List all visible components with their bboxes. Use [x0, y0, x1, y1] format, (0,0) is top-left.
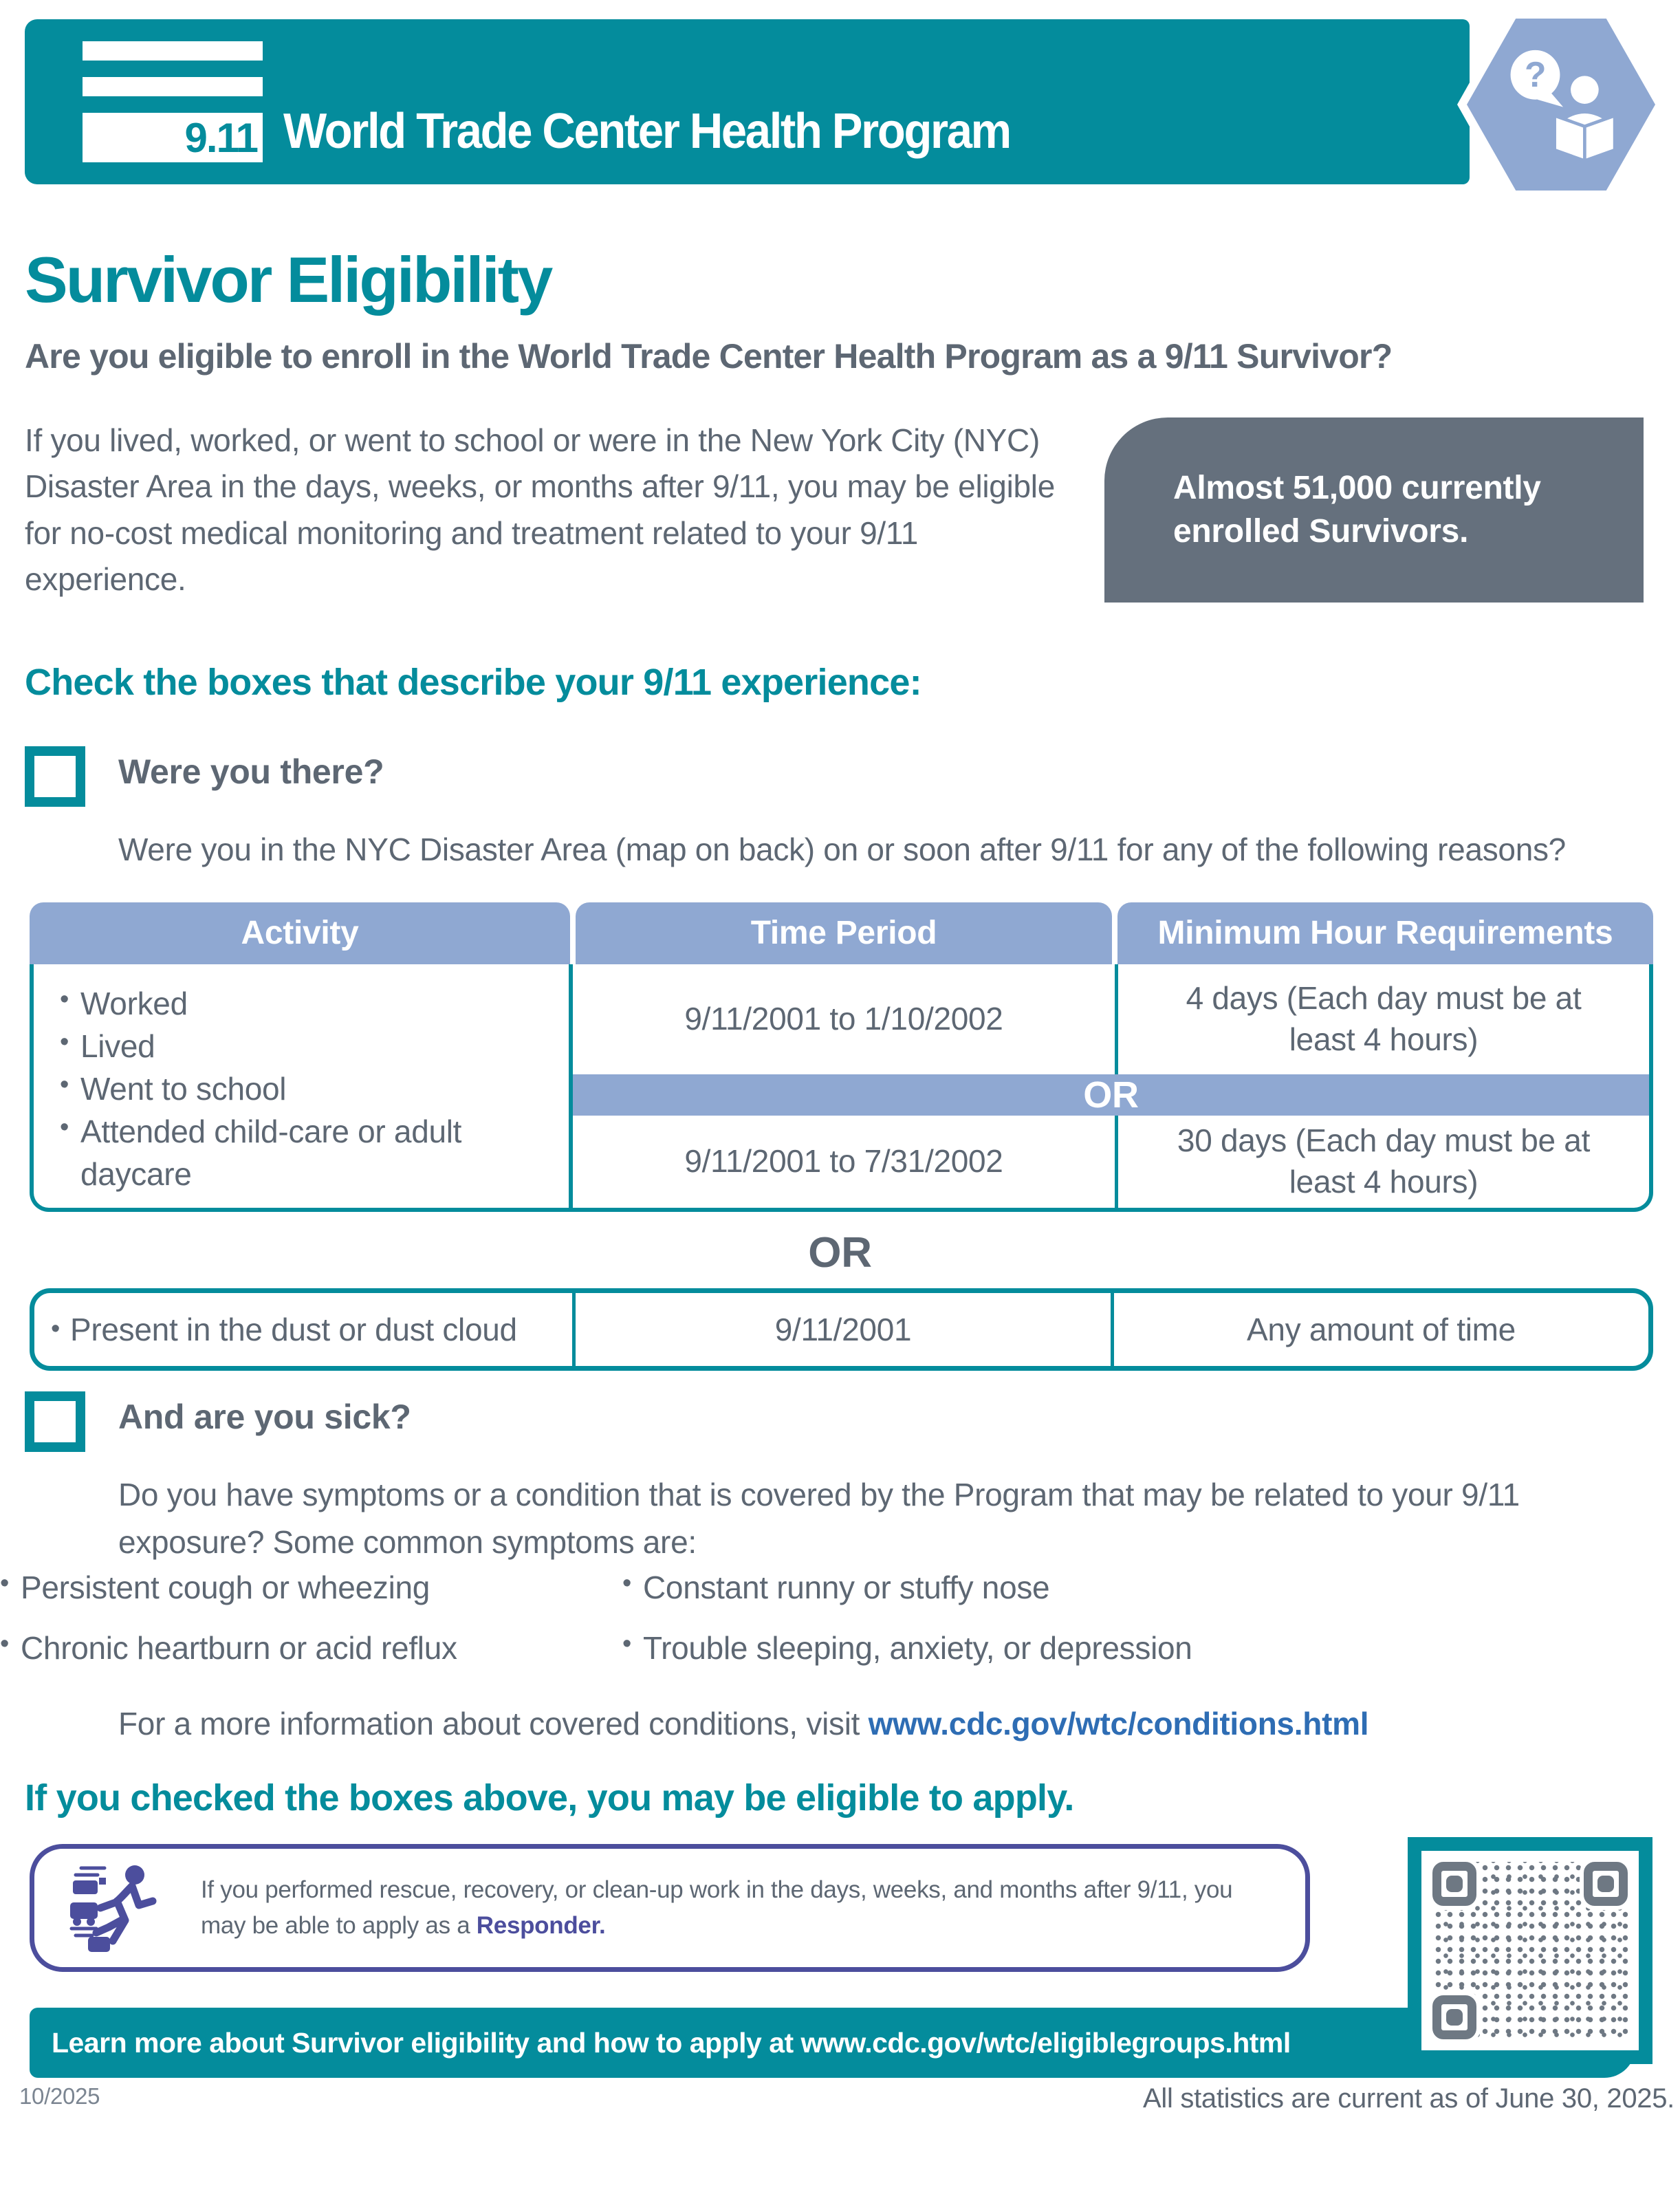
eligibility-question: Are you eligible to enroll in the World … [25, 337, 1393, 376]
apply-note: If you checked the boxes above, you may … [25, 1777, 1074, 1819]
wtc-health-program-logo: 9.11 World Trade Center Health Program [83, 41, 1065, 162]
covered-conditions-text: For a more information about covered con… [118, 1706, 869, 1742]
were-you-there-checkbox[interactable] [25, 746, 85, 807]
min-hours-row1: 4 days (Each day must be at least 4 hour… [1115, 964, 1653, 1074]
reader-question-icon: ? [1467, 19, 1655, 191]
question-are-you-sick: And are you sick? [25, 1391, 1655, 1452]
are-you-sick-label: And are you sick? [118, 1397, 411, 1436]
min-hours-row2: 30 days (Each day must be at least 4 hou… [1115, 1115, 1653, 1212]
responder-callout: If you performed rescue, recovery, or cl… [30, 1844, 1310, 1973]
logo-bars-icon: 9.11 [83, 41, 263, 162]
activity-list-cell: Worked Lived Went to school Attended chi… [30, 964, 573, 1212]
checklist-heading: Check the boxes that describe your 9/11 … [25, 661, 922, 703]
bottom-section: If you performed rescue, recovery, or cl… [0, 1837, 1680, 2114]
are-you-sick-checkbox[interactable] [25, 1391, 85, 1452]
column-header-activity: Activity [30, 902, 570, 964]
activity-item: Attended child-care or adult daycare [60, 1110, 486, 1195]
intro-paragraph: If you lived, worked, or went to school … [25, 422, 1055, 597]
dust-min-hours-cell: Any amount of time [1111, 1292, 1648, 1366]
covered-conditions-note: For a more information about covered con… [118, 1705, 1655, 1742]
page-title: Survivor Eligibility [25, 243, 553, 316]
activity-item: Worked [60, 982, 548, 1025]
logo-911-badge: 9.11 [83, 113, 263, 162]
or-separator: OR [808, 1228, 872, 1277]
symptom-item: Persistent cough or wheezing [0, 1566, 622, 1609]
qr-code-box [1408, 1837, 1652, 2065]
qr-code [1432, 1862, 1628, 2040]
symptom-item: Trouble sleeping, anxiety, or depression [622, 1627, 1680, 1669]
responder-highlight: Responder. [476, 1912, 606, 1940]
symptom-item: Constant runny or stuffy nose [622, 1566, 1680, 1609]
stats-note: All statistics are current as of June 30… [1143, 2083, 1674, 2114]
footer-meta-row: 10/2025 All statistics are current as of… [19, 2083, 1674, 2114]
are-you-sick-description: Do you have symptoms or a condition that… [118, 1476, 1520, 1560]
dust-time-period-cell: 9/11/2001 [572, 1292, 1111, 1366]
page-header: 9.11 World Trade Center Health Program ? [0, 9, 1680, 200]
footer-banner: Learn more about Survivor eligibility an… [30, 2008, 1635, 2079]
intro-row: If you lived, worked, or went to school … [25, 417, 1644, 603]
were-you-there-label: Were you there? [118, 752, 384, 791]
responder-text: If you performed rescue, recovery, or cl… [201, 1876, 1233, 1940]
dust-activity-cell: Present in the dust or dust cloud [34, 1293, 572, 1366]
enrollment-stat-callout: Almost 51,000 currently enrolled Survivo… [1104, 417, 1644, 603]
qr-finder-icon [1432, 1995, 1476, 2040]
time-period-row1: 9/11/2001 to 1/10/2002 [684, 1000, 1003, 1037]
dust-cloud-table: Present in the dust or dust cloud 9/11/2… [30, 1288, 1653, 1371]
symptom-list: Persistent cough or wheezing Chronic hea… [0, 1566, 1680, 1669]
question-were-you-there: Were you there? [25, 746, 1655, 807]
symptom-item: Chronic heartburn or acid reflux [0, 1627, 622, 1669]
hexagon-emblem: ? [1457, 9, 1665, 200]
activity-list: Worked Lived Went to school Attended chi… [60, 982, 548, 1195]
column-header-min-hours: Minimum Hour Requirements [1117, 902, 1653, 964]
qr-finder-icon [1432, 1862, 1476, 1907]
header-banner: 9.11 World Trade Center Health Program [25, 19, 1470, 184]
svg-text:?: ? [1525, 54, 1546, 94]
eligibility-table: Activity Time Period Minimum Hour Requir… [30, 902, 1653, 1212]
responder-runner-icon [69, 1865, 157, 1953]
enrollment-stat-text: Almost 51,000 currently enrolled Survivo… [1173, 470, 1541, 550]
activity-item: Lived [60, 1025, 548, 1067]
conditions-link[interactable]: www.cdc.gov/wtc/conditions.html [868, 1706, 1369, 1742]
activity-item: Went to school [60, 1067, 548, 1110]
qr-finder-icon [1584, 1862, 1628, 1907]
time-period-row2: 9/11/2001 to 7/31/2002 [573, 1116, 1115, 1212]
were-you-there-description: Were you in the NYC Disaster Area (map o… [118, 831, 1566, 867]
date-code: 10/2025 [19, 2083, 100, 2109]
or-band: OR [573, 1074, 1653, 1116]
program-name: World Trade Center Health Program [283, 104, 1012, 159]
column-header-time-period: Time Period [576, 902, 1112, 964]
